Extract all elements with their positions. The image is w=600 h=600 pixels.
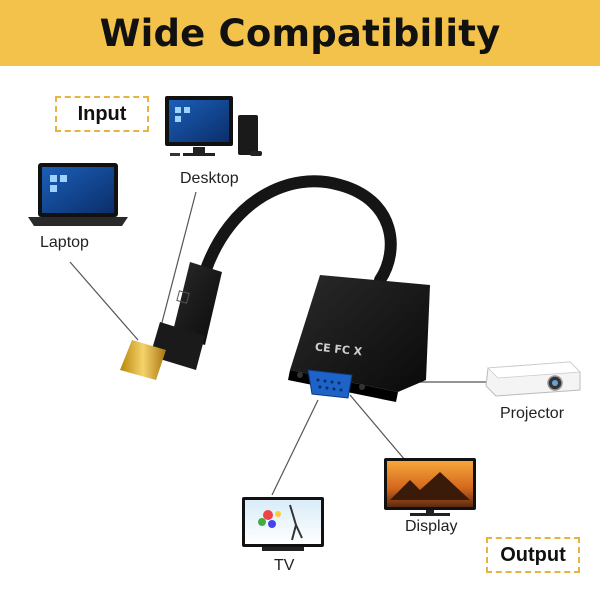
output-tag: Output xyxy=(486,537,580,573)
banner-title: Wide Compatibility xyxy=(99,11,501,55)
laptop-label: Laptop xyxy=(40,234,89,251)
input-tag-label: Input xyxy=(77,102,127,125)
vga-adapter: CE FC X xyxy=(288,275,430,402)
adapter-cable xyxy=(199,175,397,286)
output-tag-label: Output xyxy=(500,543,566,566)
adapter-marking: CE FC X xyxy=(314,340,363,358)
display-label: Display xyxy=(405,518,458,535)
projector-icon xyxy=(485,361,581,397)
desktop-label: Desktop xyxy=(180,170,239,187)
desktop-icon xyxy=(165,96,262,156)
display-icon xyxy=(384,458,476,516)
displayport-plug xyxy=(120,262,222,380)
tv-label: TV xyxy=(274,557,295,574)
title-banner: Wide Compatibility xyxy=(0,0,600,66)
tv-icon xyxy=(242,497,324,551)
input-tag: Input xyxy=(55,96,149,132)
connector-lines xyxy=(69,191,490,496)
laptop-icon xyxy=(28,163,128,226)
projector-label: Projector xyxy=(500,405,565,422)
